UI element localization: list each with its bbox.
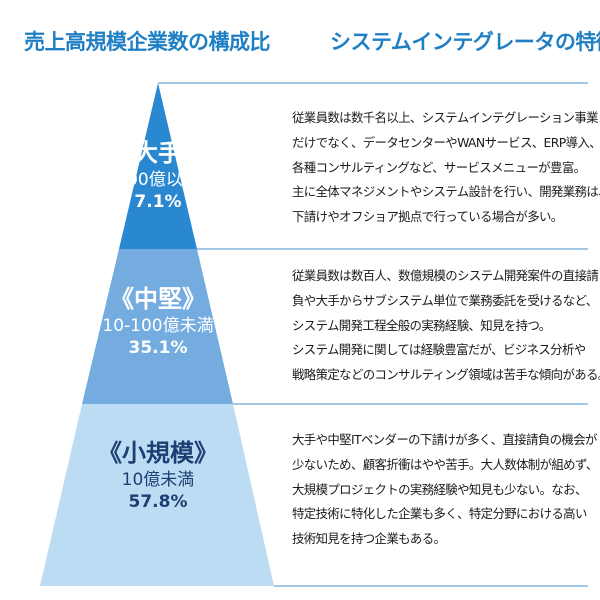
description-mid: 従業員数は数百人、数億規模のシステム開発案件の直接請 負や大手からサブシステム単…	[292, 264, 600, 388]
description-line: 主に全体マネジメントやシステム設計を行い、開発業務は、	[292, 184, 600, 200]
tier-name-small: 《小規模》	[98, 439, 218, 467]
characteristics-title: システムインテグレータの特徴	[330, 30, 600, 54]
tier-share-mid: 35.1%	[128, 338, 188, 359]
description-line: システム開発工程全般の実務経験、知見を持つ。	[292, 317, 551, 333]
pyramid-tier-large	[119, 83, 197, 249]
pyramid-tier-mid	[82, 249, 233, 404]
description-line: 各種コンサルティングなど、サービスメニューが豊富。	[292, 159, 586, 175]
tier-name-large: 《大手》	[110, 139, 206, 167]
description-line: システム開発に関しては経験豊富だが、ビジネス分析や	[292, 342, 586, 358]
description-line: 技術知見を持つ企業もある。	[292, 531, 446, 547]
tier-share-small: 57.8%	[128, 492, 188, 513]
description-line: 特定技術に特化した企業も多く、特定分野における高い	[292, 506, 587, 522]
tier-share-large: 7.1%	[134, 192, 182, 213]
description-line: 戦略策定などのコンサルティング領域は苦手な傾向がある。	[292, 367, 600, 383]
tier-range-mid: 10-100億未満	[102, 316, 214, 337]
description-line: 大規模プロジェクトの実務経験や知見も少ない。なお、	[292, 481, 587, 497]
pyramid-tier-small	[40, 404, 274, 586]
description-line: 下請けやオフショア拠点で行っている場合が多い。	[292, 209, 563, 225]
description-line: 従業員数は数千名以上、システムインテグレーション事業	[292, 110, 599, 125]
tier-range-large: 100億以上	[116, 170, 200, 191]
tier-range-small: 10億未満	[121, 470, 195, 491]
pyramid-title: 売上高規模企業数の構成比	[24, 30, 271, 54]
description-line: 負や大手からサブシステム単位で業務委託を受けるなど、	[292, 292, 598, 308]
tier-name-mid: 《中堅》	[110, 285, 206, 313]
description-small: 大手や中堅ITベンダーの下請けが多く、直接請負の機会が 少ないため、顧客折衝はや…	[292, 428, 598, 552]
tier-label-large: 《大手》 100億以上 7.1%	[58, 138, 258, 213]
description-line: だけでなく、データセンターやWANサービス、ERP導入、	[292, 134, 600, 150]
tier-label-mid: 《中堅》 10-100億未満 35.1%	[58, 284, 258, 359]
description-line: 従業員数は数百人、数億規模のシステム開発案件の直接請	[292, 268, 599, 283]
description-large: 従業員数は数千名以上、システムインテグレーション事業 だけでなく、データセンター…	[292, 106, 600, 230]
tier-label-small: 《小規模》 10億未満 57.8%	[58, 438, 258, 513]
description-line: 少ないため、顧客折衝はやや苦手。大人数体制が組めず、	[292, 456, 598, 472]
description-line: 大手や中堅ITベンダーの下請けが多く、直接請負の機会が	[292, 432, 597, 447]
